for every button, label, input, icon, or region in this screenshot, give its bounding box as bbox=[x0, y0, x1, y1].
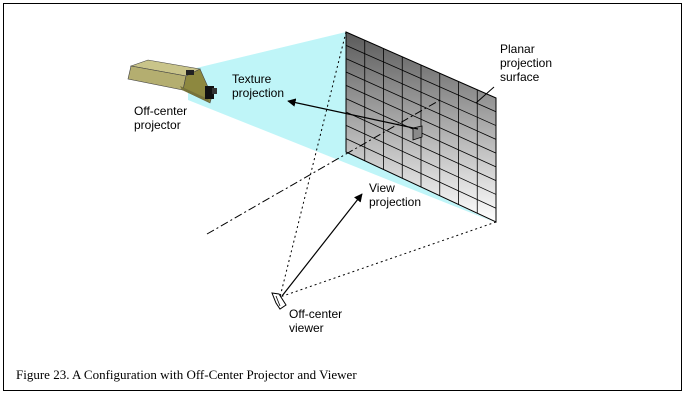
grid-row-line bbox=[345, 71, 497, 140]
dash-dot-line bbox=[206, 99, 441, 235]
label-off-center-projector: Off-center projector bbox=[134, 104, 188, 132]
grid-row-line bbox=[345, 84, 497, 154]
grid-row-line bbox=[345, 138, 497, 209]
label-off-center-viewer: Off-center viewer bbox=[289, 307, 343, 335]
grid-row-line bbox=[345, 124, 497, 195]
surface-patch bbox=[412, 125, 423, 141]
figure-caption: Figure 23. A Configuration with Off-Cent… bbox=[16, 367, 357, 382]
viewer-icon bbox=[271, 292, 287, 310]
grid-row-line bbox=[345, 44, 497, 113]
label-planar-surface: Planar projection surface bbox=[500, 42, 553, 84]
label-view-projection: View projection bbox=[369, 181, 422, 209]
surface-leader-line bbox=[475, 86, 495, 104]
label-texture-projection: Texture projection bbox=[232, 72, 285, 100]
view-frustum-edge-left bbox=[279, 31, 347, 298]
texture-projection-arrow bbox=[287, 98, 419, 130]
view-frustum-edge-bottom bbox=[279, 221, 497, 298]
grid-row-line bbox=[345, 58, 497, 126]
projector-icon bbox=[127, 59, 217, 104]
surface-grid bbox=[345, 40, 497, 214]
view-projection-arrow bbox=[281, 193, 363, 297]
grid-row-line bbox=[345, 111, 497, 182]
texture-frustum bbox=[188, 32, 494, 222]
